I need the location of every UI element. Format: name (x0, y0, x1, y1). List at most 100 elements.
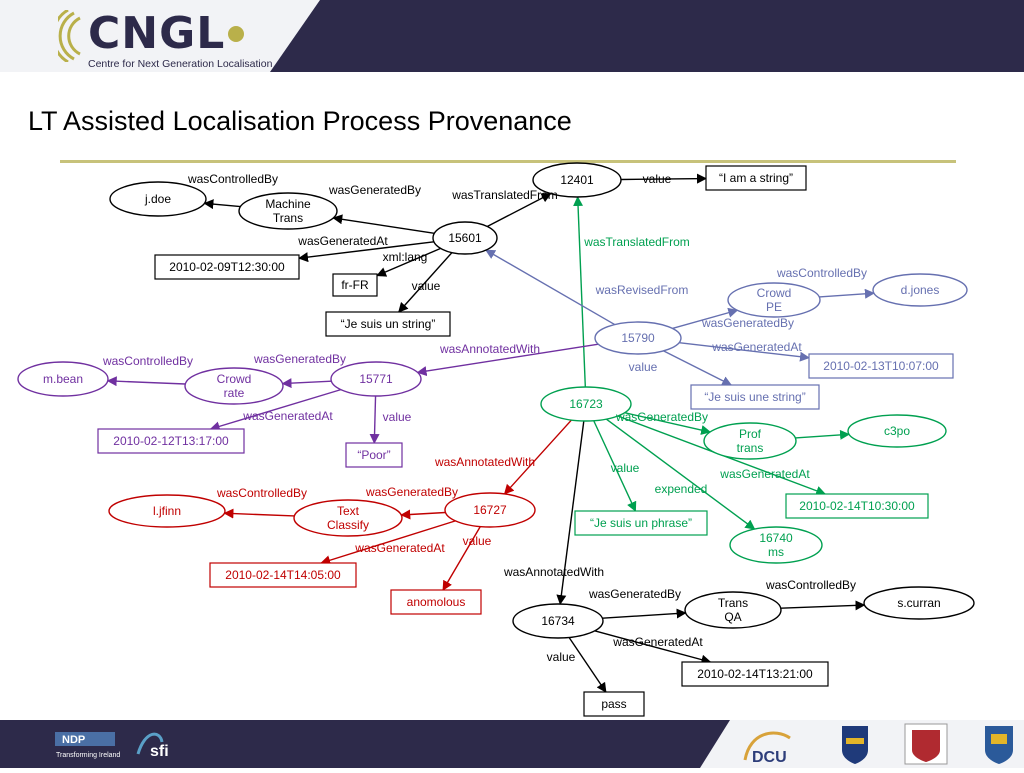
node-label: 2010-02-12T13:17:00 (113, 434, 229, 448)
node-shape (574, 510, 708, 536)
node-shape (808, 353, 954, 379)
edge-label-n16723-nproft: wasGeneratedBy (615, 410, 708, 424)
node-label: “Je suis un phrase” (590, 516, 692, 530)
node-shape (863, 586, 975, 620)
node-label: 15771 (359, 372, 393, 386)
node-label: Trans (718, 596, 748, 610)
node-shape (345, 442, 403, 468)
node-date3: 2010-02-12T13:17:00 (97, 428, 245, 454)
node-label: 2010-02-14T14:05:00 (225, 568, 341, 582)
edge-n16723-n16727 (503, 419, 572, 495)
node-label: 2010-02-14T13:21:00 (697, 667, 813, 681)
node-date2: 2010-02-13T10:07:00 (808, 353, 954, 379)
edge-label-n16734-npass: value (547, 650, 576, 664)
edge-label-n16723-n12401: wasTranslatedFrom (583, 235, 690, 249)
node-label: rate (224, 386, 245, 400)
node-str3: “Je suis une string” (690, 384, 820, 410)
edge-label-n15771-npoor: value (383, 410, 412, 424)
edge-n15790-nstr3 (663, 350, 733, 386)
edge-label-n15601-ndate1: wasGeneratedAt (297, 234, 388, 248)
node-ljfinn: l.jfinn (108, 494, 226, 528)
edge-label-n16723-ndate4: wasGeneratedAt (719, 467, 810, 481)
node-label: “Je suis un string” (341, 317, 436, 331)
node-shape (432, 221, 498, 255)
node-shape (727, 282, 821, 318)
node-date5: 2010-02-14T14:05:00 (209, 562, 357, 588)
footer-logos: NDP Transforming Ireland sfi DCU (0, 720, 1024, 768)
edge-labels-layer: value wasTranslatedFrom wasGeneratedBy wasC… (102, 172, 867, 664)
node-label: m.bean (43, 372, 83, 386)
edge-label-n16723-nstr4: value (611, 461, 640, 475)
ndp-logo: NDP Transforming Ireland (55, 732, 120, 759)
node-label: 16727 (473, 503, 507, 517)
edge-label-ntc-nljfinn: wasControlledBy (216, 486, 307, 500)
edge-n15601-nmt (332, 214, 435, 235)
node-shape (330, 361, 422, 397)
node-label: l.jfinn (153, 504, 181, 518)
node-16723: 16723 (540, 386, 632, 422)
logo-subtitle: Centre for Next Generation Localisation (88, 58, 273, 70)
node-shape (325, 311, 451, 337)
edge-label-n15790-n15771: wasAnnotatedWith (439, 342, 540, 356)
node-shape (444, 492, 536, 528)
node-scurran: s.curran (863, 586, 975, 620)
node-label: Machine (265, 197, 311, 211)
tcd-logo (904, 723, 948, 765)
edge-n16734-ndate6 (594, 630, 712, 665)
node-shape (785, 493, 929, 519)
edge-label-n16727-ndate5: wasGeneratedAt (354, 541, 445, 555)
node-str2: “Je suis un string” (325, 311, 451, 337)
dcu-text: DCU (752, 749, 787, 766)
edge-n15601-nstr2 (398, 252, 453, 313)
edge-n15790-n15601 (485, 249, 616, 326)
node-shape (390, 589, 482, 615)
cngl-logo: CNGL Centre for Next Generation Localisa… (58, 8, 272, 72)
node-label: 16734 (541, 614, 575, 628)
edge-label-n16723-n16727: wasAnnotatedWith (434, 455, 535, 469)
edges-layer (106, 173, 875, 693)
edge-label-n16723-n16734: wasAnnotatedWith (503, 565, 604, 579)
node-label: Classify (327, 518, 369, 532)
node-anom: anomolous (390, 589, 482, 615)
node-shape (97, 428, 245, 454)
edge-n15790-ndate2 (678, 342, 810, 362)
node-label: PE (766, 300, 782, 314)
node-label: 16740 (759, 531, 793, 545)
node-16727: 16727 (444, 492, 536, 528)
node-shape (540, 386, 632, 422)
node-label: d.jones (901, 283, 940, 297)
node-shape (108, 494, 226, 528)
node-15771: 15771 (330, 361, 422, 397)
node-label: QA (724, 610, 741, 624)
node-15790: 15790 (594, 321, 682, 355)
node-label: Crowd (757, 286, 792, 300)
edge-label-n16727-ntc: wasGeneratedBy (365, 485, 458, 499)
edge-label-n15771-ncrate: wasGeneratedBy (253, 352, 346, 366)
edge-n16723-n12401 (573, 195, 587, 388)
ucd-logo (842, 726, 868, 764)
edge-n15771-ncrate (281, 378, 332, 389)
node-shape (681, 661, 829, 687)
node-djones: d.jones (872, 273, 968, 307)
node-shape (847, 414, 947, 448)
node-shape (332, 273, 378, 297)
node-shape (209, 562, 357, 588)
edge-label-n12401-nstr1: value (643, 172, 672, 186)
node-str4: “Je suis un phrase” (574, 510, 708, 536)
node-label: 2010-02-13T10:07:00 (823, 359, 939, 373)
edge-n16727-ndate5 (320, 520, 456, 566)
node-str1: “I am a string” (705, 165, 807, 191)
node-shape (684, 591, 782, 629)
node-shape (872, 273, 968, 307)
ul-logo (985, 726, 1013, 764)
node-date4: 2010-02-14T10:30:00 (785, 493, 929, 519)
edge-ncpe-ndjones (819, 288, 875, 299)
edge-n12401-nstr1 (620, 173, 707, 184)
edge-n15771-ndate3 (209, 388, 342, 432)
